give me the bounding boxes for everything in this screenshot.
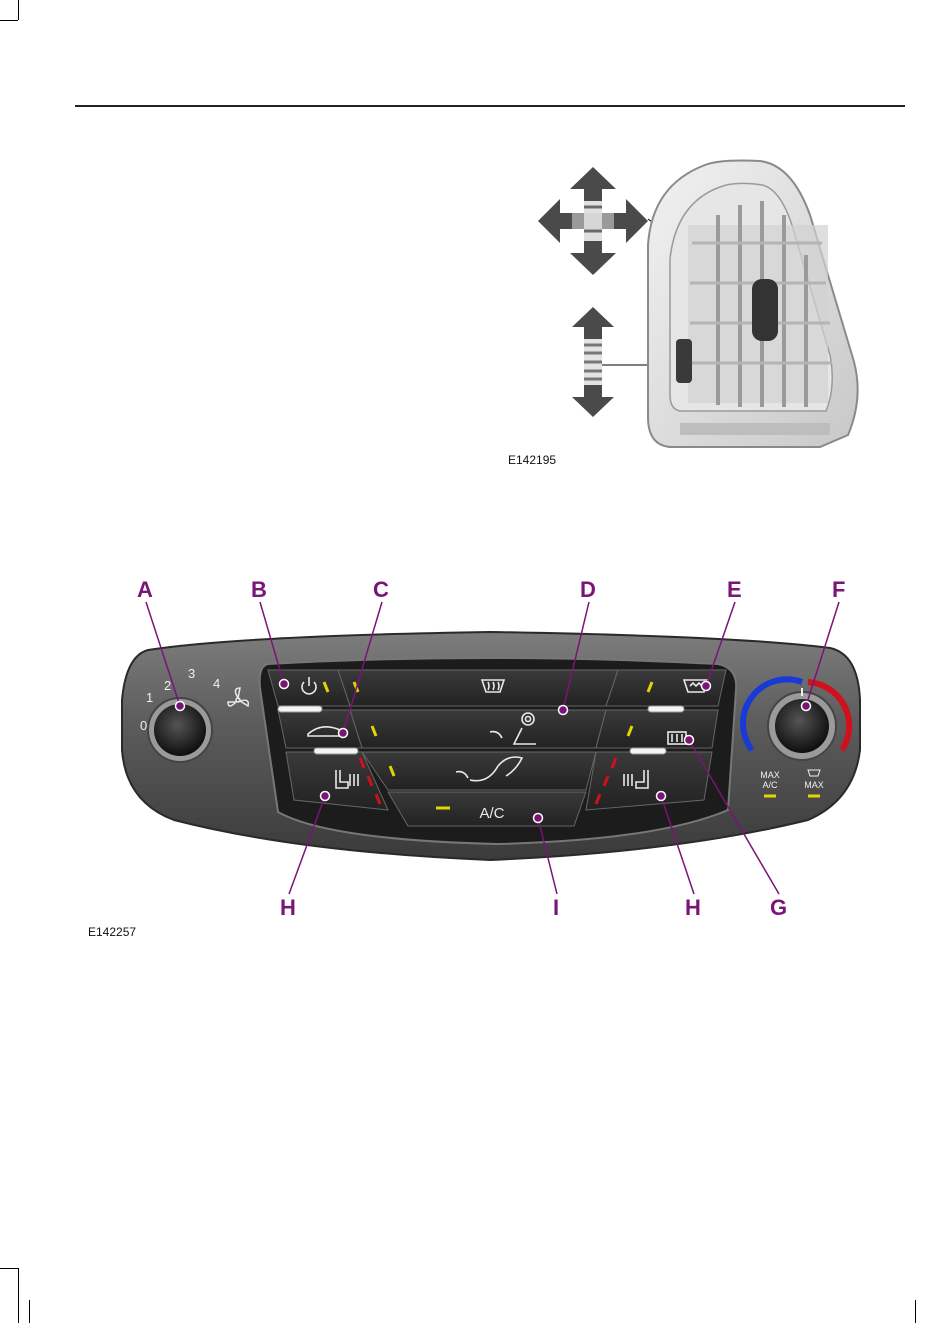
- callout-e: E: [727, 577, 742, 603]
- figure-code-panel: E142257: [88, 925, 136, 939]
- callout-a: A: [137, 577, 153, 603]
- callout-f: F: [832, 577, 845, 603]
- callout-h-right: H: [685, 895, 701, 921]
- callout-c: C: [373, 577, 389, 603]
- callout-h-left: H: [280, 895, 296, 921]
- callout-g: G: [770, 895, 787, 921]
- callout-i: I: [553, 895, 559, 921]
- callout-b: B: [251, 577, 267, 603]
- callout-d: D: [580, 577, 596, 603]
